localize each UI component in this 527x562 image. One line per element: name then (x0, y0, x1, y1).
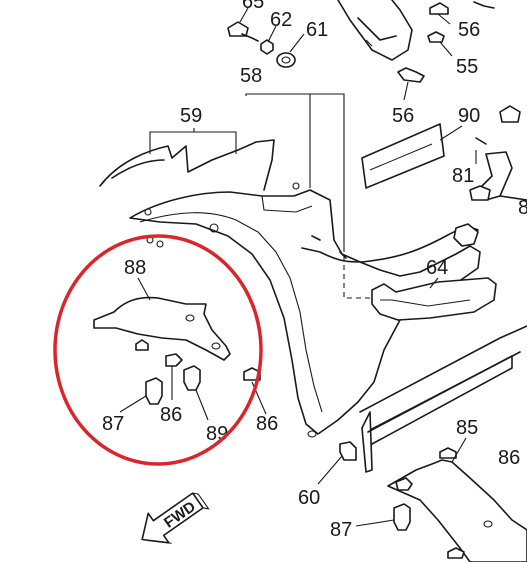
bracket-top-right (337, 0, 413, 61)
callout-59: 59 (180, 105, 202, 127)
grommet-60 (339, 441, 357, 461)
callout-87-bottom: 87 (330, 519, 352, 541)
bolt-56-top (429, 1, 495, 15)
highlight-circle (53, 234, 263, 466)
callout-90: 90 (458, 105, 480, 127)
callout-62: 62 (270, 9, 292, 31)
callout-labels: 65 62 61 56 55 56 58 59 90 81 8 64 88 87… (102, 0, 527, 541)
callout-88: 88 (124, 257, 146, 279)
bolt-65 (227, 21, 259, 42)
callout-81: 81 (452, 165, 474, 187)
callout-85: 85 (456, 417, 478, 439)
callout-8x: 8 (518, 197, 527, 219)
part-85-panel (387, 447, 527, 562)
fastener-86-left (165, 353, 183, 367)
callout-58: 58 (240, 65, 262, 87)
rivet-87-bottom (393, 503, 411, 531)
callout-87-left: 87 (102, 413, 124, 435)
bolt-55 (427, 31, 445, 43)
callout-60: 60 (298, 487, 320, 509)
callout-55: 55 (456, 56, 478, 78)
callout-56-top: 56 (458, 19, 480, 41)
rivet-89 (183, 365, 201, 391)
cable-58 (301, 223, 479, 263)
bracket-64 (371, 277, 497, 321)
rivet-87-left (145, 377, 163, 405)
callout-86-left: 86 (160, 404, 182, 426)
callout-86-right: 86 (256, 413, 278, 435)
callout-86-far-right: 86 (498, 447, 520, 469)
bolt-56-mid (397, 67, 425, 83)
callout-56-mid: 56 (392, 105, 414, 127)
collar-62 (260, 39, 274, 55)
side-cowling (99, 139, 527, 473)
part-88-plate (93, 296, 231, 361)
leader-lines (119, 7, 477, 527)
label-90 (361, 123, 445, 189)
callout-61: 61 (306, 19, 328, 41)
bracket-81 (469, 105, 527, 201)
grommet-61 (276, 52, 296, 68)
callout-65: 65 (242, 0, 264, 13)
callout-64: 64 (426, 257, 448, 279)
fwd-direction-arrow: FWD (141, 492, 210, 544)
